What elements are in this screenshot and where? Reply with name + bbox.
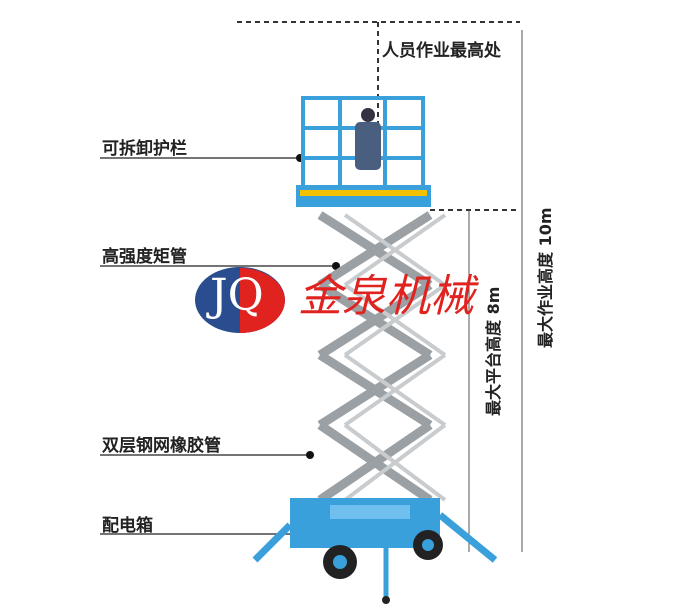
label-max-person-height: 人员作业最高处: [382, 41, 501, 61]
label-platform-height: 最大平台高度 8m: [484, 286, 503, 416]
control-box: [330, 505, 410, 519]
label-tube: 高强度矩管: [102, 247, 187, 267]
outriggers-and-wheels: [252, 512, 498, 604]
platform-warning-stripe: [300, 190, 427, 196]
logo-initials: JQ: [210, 270, 264, 321]
logo-oval-red-half: [240, 268, 285, 333]
logo-name: 金泉机械: [298, 271, 474, 322]
label-box: 配电箱: [102, 516, 153, 536]
label-work-height: 最大作业高度 10m: [536, 207, 555, 348]
scissor-arms-back: [343, 213, 447, 502]
label-hose: 双层钢网橡胶管: [102, 436, 221, 456]
label-railing: 可拆卸护栏: [102, 139, 187, 159]
scissor-arms: [317, 211, 433, 504]
worker: [355, 108, 381, 170]
